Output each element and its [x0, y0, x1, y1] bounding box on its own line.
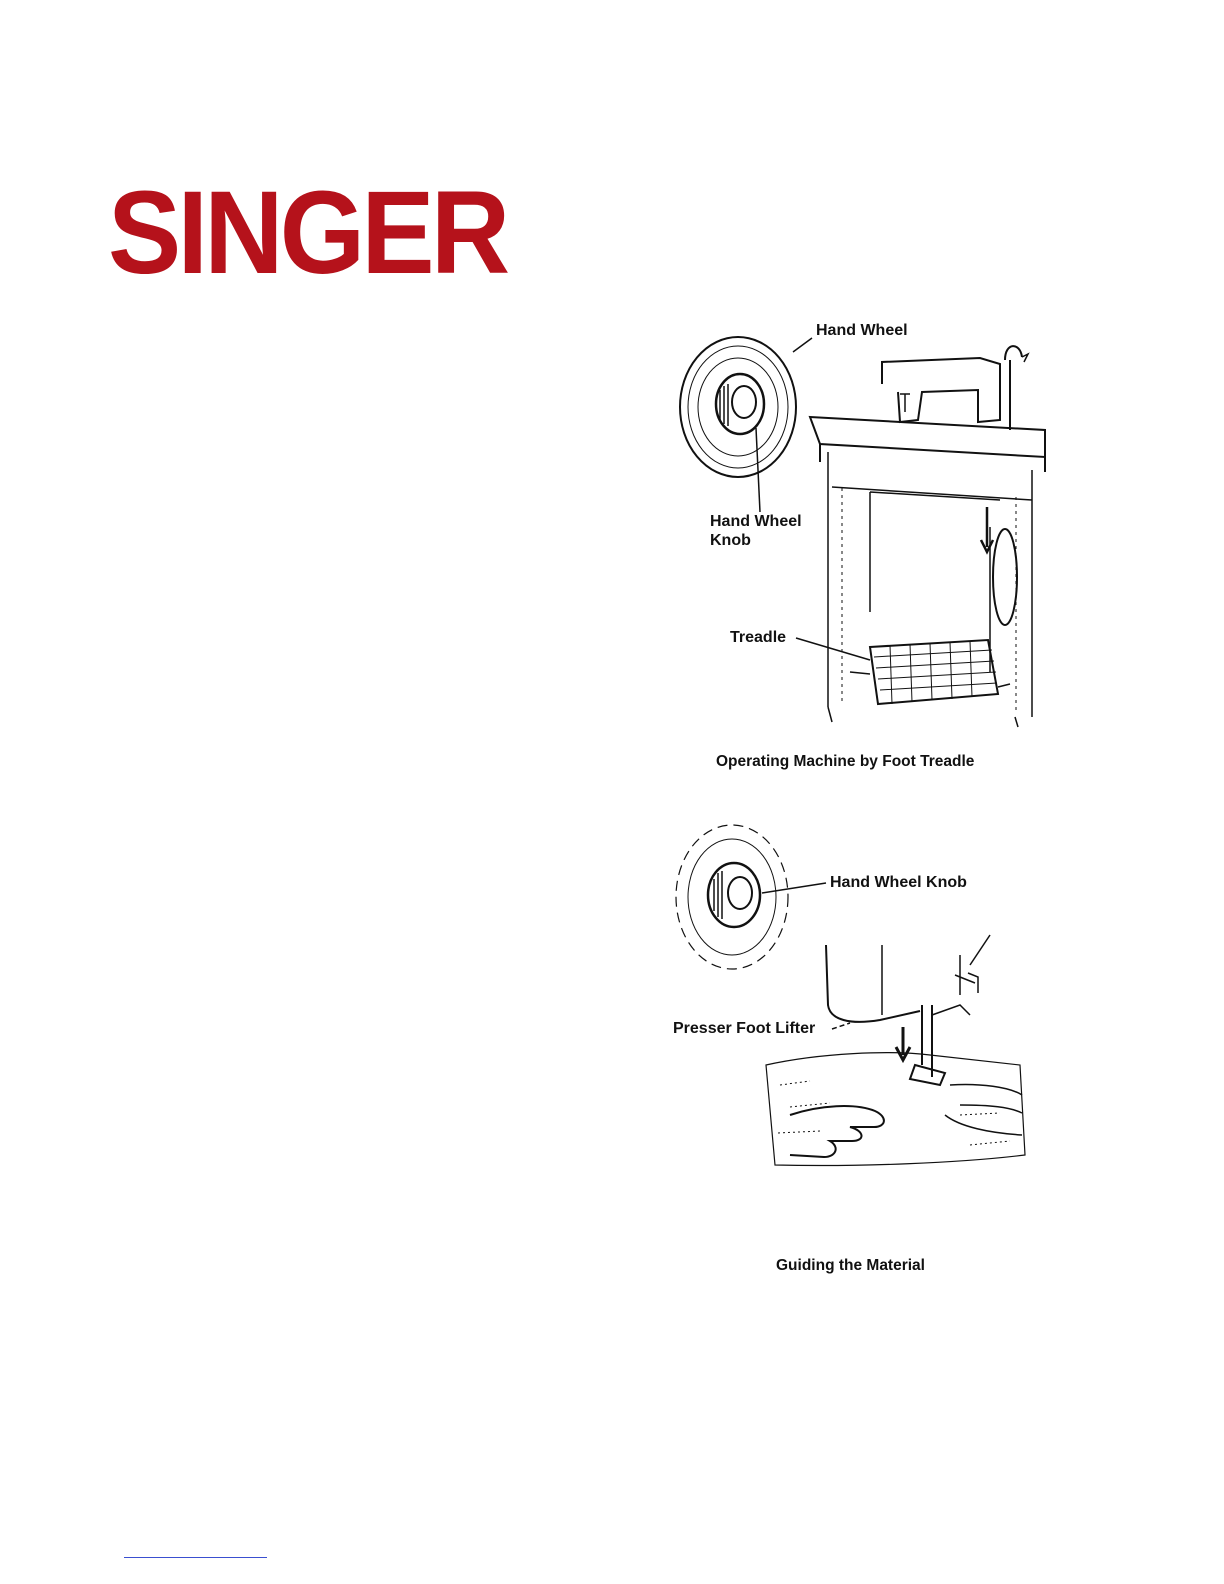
caption-guiding-material: Guiding the Material [776, 1257, 925, 1275]
callout-treadle: Treadle [730, 628, 786, 647]
figure-foot-treadle: Hand Wheel Hand Wheel Knob Treadle [660, 312, 1060, 732]
caption-foot-treadle: Operating Machine by Foot Treadle [716, 753, 974, 771]
callout-hand-wheel-knob: Hand Wheel Knob [830, 873, 967, 892]
footer-divider [124, 1557, 267, 1558]
callout-presser-foot-lifter: Presser Foot Lifter [673, 1019, 815, 1038]
singer-logo: SINGER [108, 178, 518, 288]
callout-hand-wheel: Hand Wheel [816, 321, 908, 340]
logo-wordmark: SINGER [108, 178, 506, 288]
callout-hand-wheel-knob-line2: Knob [710, 531, 751, 550]
callout-hand-wheel-knob-line1: Hand Wheel [710, 512, 802, 531]
figure-guiding-material: Hand Wheel Knob Presser Foot Lifter [660, 815, 1060, 1205]
